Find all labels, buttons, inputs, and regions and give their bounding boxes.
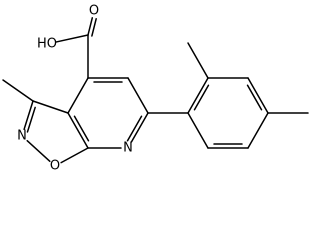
bond-ar3-ar4 bbox=[247, 77, 269, 114]
bond-c3a-c3 bbox=[32, 100, 69, 114]
bond-c7a-c3a-inner bbox=[73, 115, 90, 142]
atom-label-n2: N bbox=[17, 129, 27, 144]
molecule-structure: N N O O HO bbox=[2, 4, 309, 174]
atom-label-cooh-oh: HO bbox=[37, 37, 57, 52]
bond-c3-me3 bbox=[2, 79, 34, 102]
bond-cooh_c-cooh_o_dbl-second bbox=[91, 18, 97, 37]
atom-label-cooh-o-dbl: O bbox=[89, 4, 99, 19]
atom-label-o1: O bbox=[50, 159, 60, 174]
bond-c6-n7 bbox=[130, 112, 149, 143]
bond-cooh_c-cooh_oh bbox=[55, 34, 89, 43]
bond-o1-c7a bbox=[60, 147, 89, 164]
bond-ar4-ar5 bbox=[247, 112, 269, 149]
bond-c3-n2 bbox=[23, 100, 34, 131]
bond-c5-c6 bbox=[127, 77, 149, 114]
bond-ar3-ar4-inner bbox=[246, 84, 263, 111]
atom-labels-layer: N N O O HO bbox=[17, 4, 133, 174]
bond-ar6-ar1 bbox=[187, 112, 209, 149]
bond-c6-n7-inner bbox=[126, 115, 143, 142]
bond-n2-o1 bbox=[26, 139, 51, 163]
bonds-layer bbox=[2, 17, 309, 164]
bond-cooh_c-cooh_o_dbl bbox=[87, 17, 94, 36]
bond-ar1-ar2 bbox=[187, 77, 209, 114]
bond-c3-n2-inner bbox=[26, 106, 36, 133]
bond-ar1-ar2-inner bbox=[193, 84, 210, 111]
bond-ar2-me_ortho bbox=[187, 42, 209, 79]
bond-c7a-c3a bbox=[67, 112, 89, 149]
atom-label-n7: N bbox=[123, 141, 133, 156]
bond-c3a-c4 bbox=[67, 77, 89, 114]
